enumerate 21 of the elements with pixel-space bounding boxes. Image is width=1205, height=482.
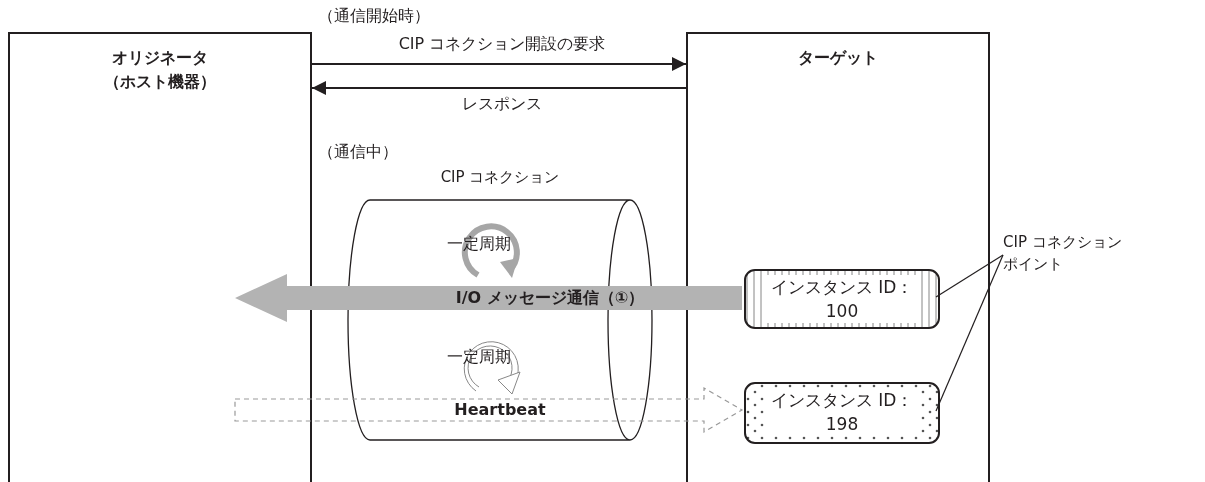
- panel-heading: ターゲット: [797, 48, 879, 68]
- arrow: [311, 81, 687, 95]
- leader-line: [935, 254, 1004, 412]
- dashed-flow-arrow: [234, 386, 744, 434]
- panel-heading: （ホスト機器）: [103, 72, 217, 92]
- leader-line: [935, 254, 1004, 298]
- callout-text: CIP コネクションポイント: [1003, 232, 1123, 275]
- edge-label: CIP コネクション開設の要求: [397, 34, 607, 54]
- connection-title: CIP コネクション: [439, 167, 561, 187]
- edge-label: Heartbeat: [453, 400, 547, 420]
- device-panel: [686, 32, 990, 482]
- arrow: [311, 57, 687, 71]
- note-text: 一定周期: [447, 234, 511, 254]
- instance-id-text: インスタンス ID：198: [764, 388, 920, 436]
- edge-label: I/O メッセージ通信（①）: [454, 288, 646, 308]
- note-text: （通信中）: [318, 142, 398, 162]
- edge-label: レスポンス: [461, 94, 543, 114]
- data-flow-arrow: [235, 274, 742, 322]
- note-text: 一定周期: [447, 347, 511, 367]
- panel-heading: オリジネータ: [111, 48, 209, 68]
- note-text: （通信開始時）: [318, 6, 430, 26]
